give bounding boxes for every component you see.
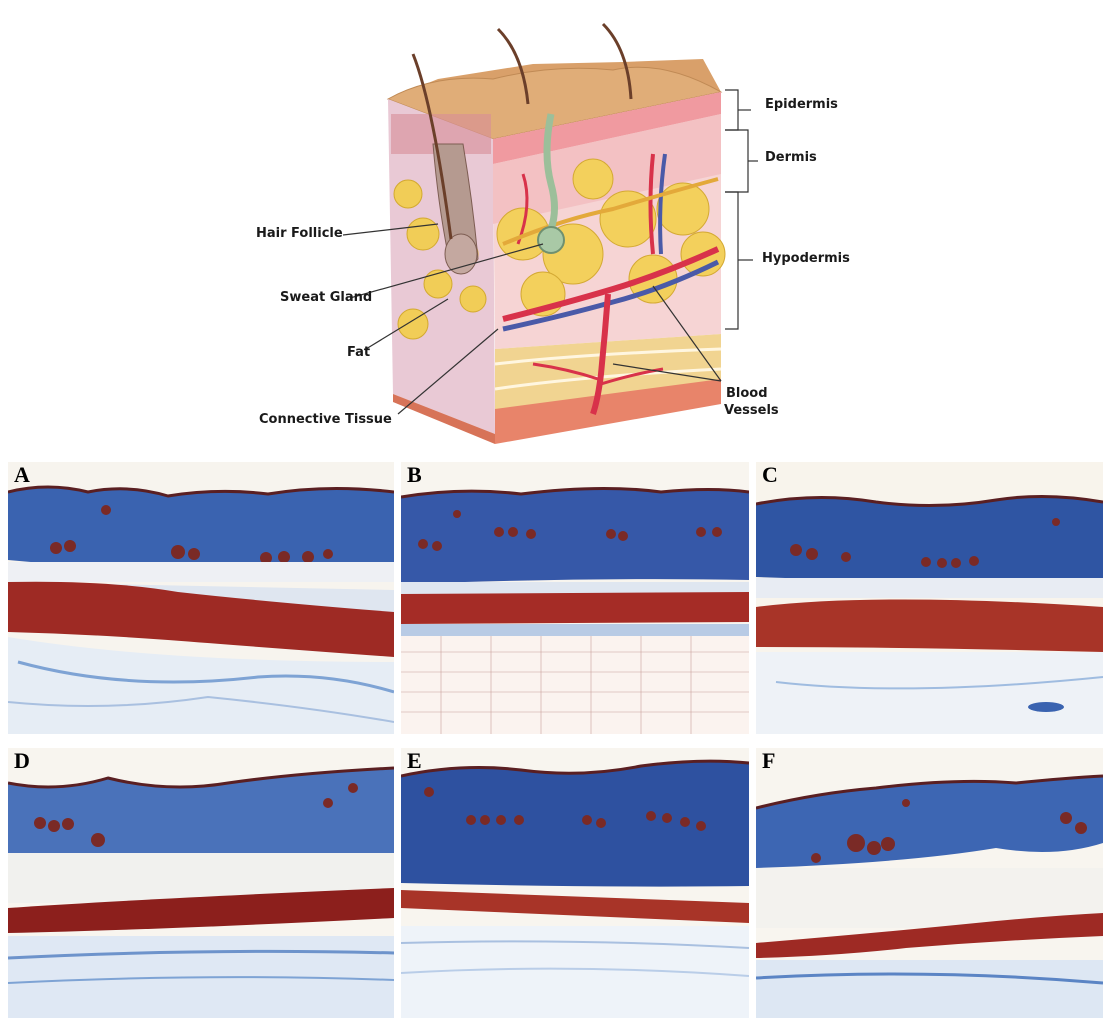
histology-image-a — [8, 462, 394, 734]
panel-label-d: D — [14, 748, 30, 774]
label-epidermis: Epidermis — [765, 97, 838, 112]
histology-image-f — [756, 748, 1103, 1018]
histology-image-c — [756, 462, 1103, 734]
histology-panel-d: D — [8, 748, 394, 1018]
histology-panel-e: E — [401, 748, 749, 1018]
histology-image-e — [401, 748, 749, 1018]
histology-panel-b: B — [401, 462, 749, 734]
panel-label-f: F — [762, 748, 775, 774]
label-blood-vessels-2: Vessels — [724, 403, 779, 418]
label-connective-tissue: Connective Tissue — [259, 412, 392, 427]
label-blood-vessels-1: Blood — [726, 386, 768, 401]
histology-panel-a: A — [8, 462, 394, 734]
panel-label-b: B — [407, 462, 422, 488]
histology-image-d — [8, 748, 394, 1018]
label-dermis: Dermis — [765, 150, 817, 165]
panel-label-a: A — [14, 462, 30, 488]
panel-label-e: E — [407, 748, 422, 774]
label-hair-follicle: Hair Follicle — [256, 226, 343, 241]
skin-diagram: Epidermis Dermis Hypodermis Hair Follicl… — [233, 4, 863, 449]
histology-panel-f: F — [756, 748, 1103, 1018]
label-sweat-gland: Sweat Gland — [280, 290, 372, 305]
panel-label-c: C — [762, 462, 778, 488]
histology-image-b — [401, 462, 749, 734]
label-hypodermis: Hypodermis — [762, 251, 850, 266]
label-fat: Fat — [347, 345, 370, 360]
histology-panel-c: C — [756, 462, 1103, 734]
